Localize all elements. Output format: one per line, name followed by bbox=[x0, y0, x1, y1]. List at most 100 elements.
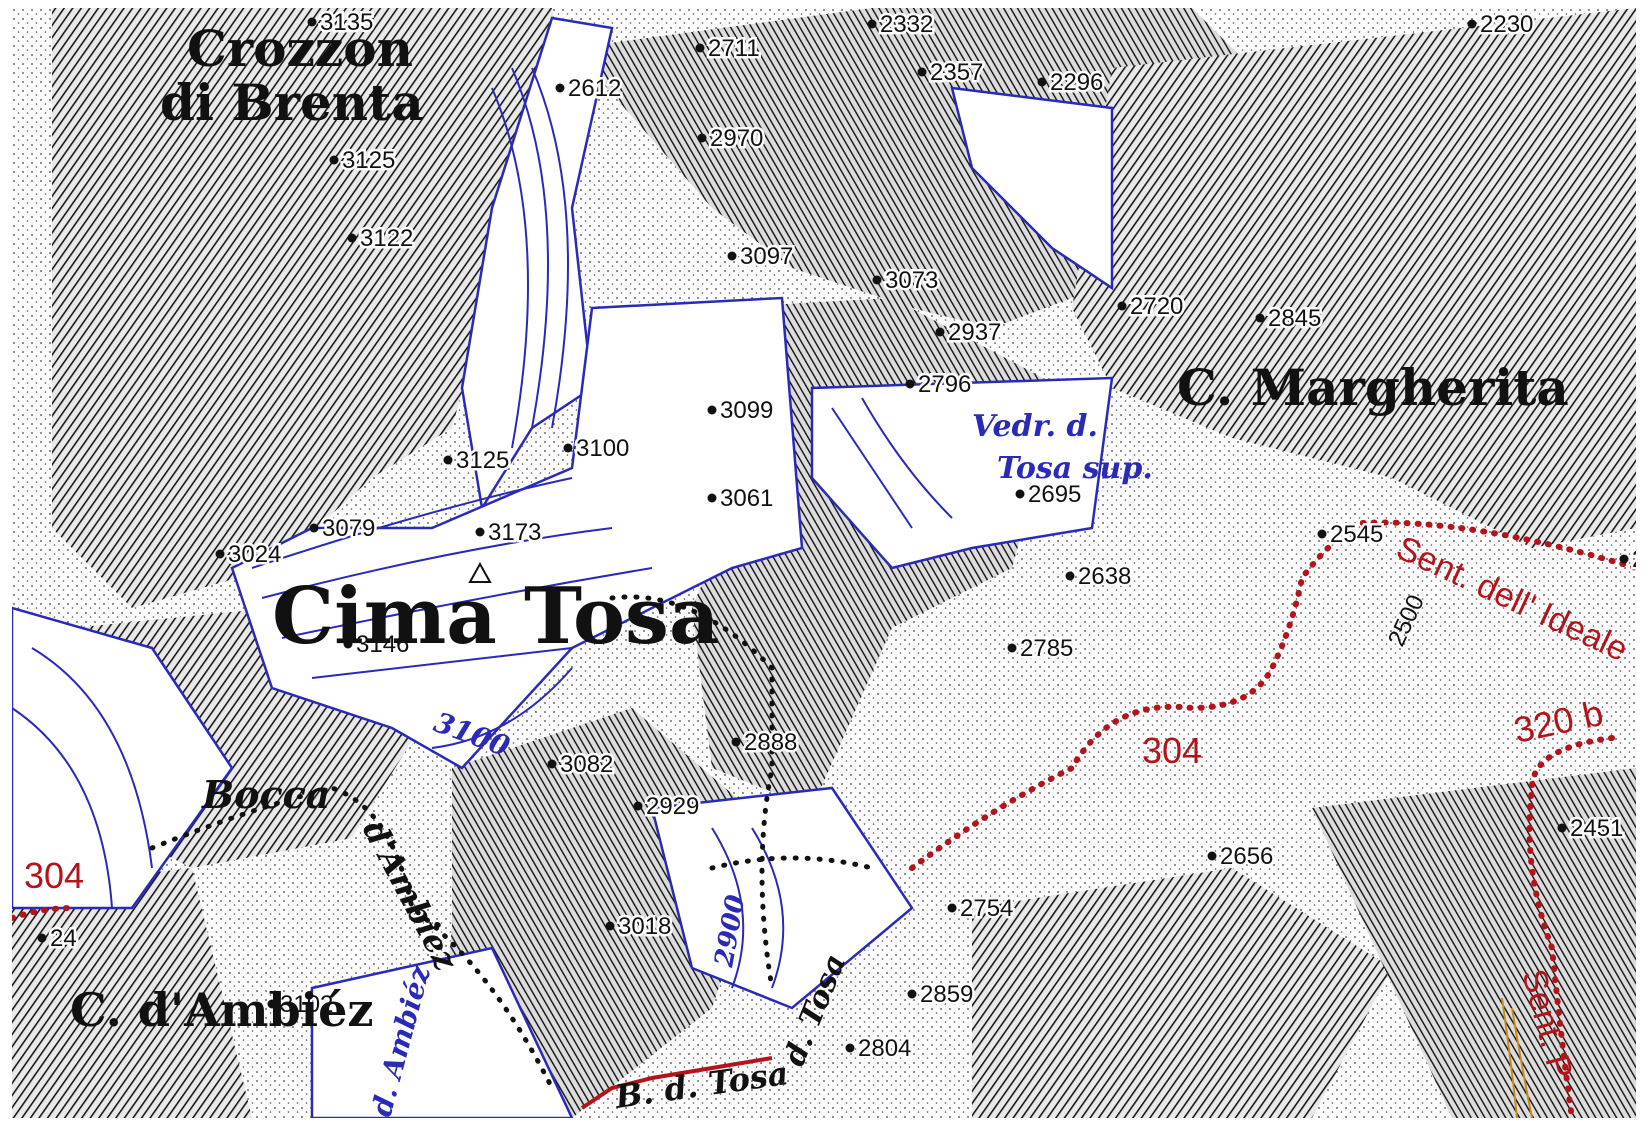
spot-height-marker bbox=[475, 527, 485, 537]
spot-height-label: 3125 bbox=[342, 147, 395, 174]
spot-height-label: 2804 bbox=[858, 1035, 911, 1062]
spot-height-label: 3097 bbox=[740, 243, 793, 270]
glacier-label-tosa-sup-1: Vedr. d. bbox=[972, 409, 1098, 444]
spot-height-label: 3079 bbox=[322, 515, 375, 542]
spot-height-marker bbox=[343, 639, 353, 649]
spot-height-label: 3099 bbox=[720, 397, 773, 424]
spot-height-label: 2937 bbox=[948, 319, 1001, 346]
spot-height-marker bbox=[872, 275, 882, 285]
spot-height-marker bbox=[633, 801, 643, 811]
spot-height-marker bbox=[707, 405, 717, 415]
spot-height-label: 2888 bbox=[744, 729, 797, 756]
spot-height-marker bbox=[707, 493, 717, 503]
topographic-map[interactable]: 3135 2332 2230 2711 2612 2357 2296 3125 2970 3122… bbox=[12, 8, 1636, 1118]
spot-height-marker bbox=[1015, 489, 1025, 499]
spot-height-marker bbox=[845, 1043, 855, 1053]
spot-height-marker bbox=[1255, 313, 1265, 323]
spot-height-label: 2612 bbox=[568, 75, 621, 102]
footpaths bbox=[1501, 997, 1533, 1118]
spot-height-marker bbox=[555, 83, 565, 93]
spot-height-label: 2230 bbox=[1480, 11, 1533, 38]
peak-label-margherita: C. Margherita bbox=[1177, 358, 1569, 417]
spot-height-label: 2796 bbox=[918, 371, 971, 398]
spot-height-label: 3125 bbox=[456, 447, 509, 474]
spot-height-label: 3135 bbox=[320, 9, 373, 36]
peak-label-crozzon-2: di Brenta bbox=[160, 73, 424, 132]
spot-height-marker bbox=[1467, 19, 1477, 29]
spot-height-label: 2332 bbox=[880, 11, 933, 38]
trail-number-304-east: 304 bbox=[1142, 730, 1202, 771]
spot-height-marker bbox=[443, 455, 453, 465]
spot-height-label: 2711 bbox=[708, 35, 760, 62]
spot-height-label: 24 bbox=[50, 925, 77, 952]
spot-height-marker bbox=[1065, 571, 1075, 581]
spot-height-marker bbox=[917, 67, 927, 77]
spot-height-marker bbox=[563, 443, 573, 453]
spot-height-marker bbox=[347, 233, 357, 243]
spot-height-label: 3122 bbox=[360, 225, 413, 252]
spot-height-label: 2357 bbox=[930, 59, 983, 86]
spot-height-marker bbox=[695, 43, 705, 53]
spot-height-marker bbox=[1037, 77, 1047, 87]
spot-height-label: 2929 bbox=[646, 793, 699, 820]
spot-height-label: 3082 bbox=[560, 751, 613, 778]
spot-height-label: 2695 bbox=[1028, 481, 1081, 508]
spot-height-marker bbox=[1207, 851, 1217, 861]
spot-heights: 3135 2332 2230 2711 2612 2357 2296 3125 2970 3122… bbox=[37, 8, 1636, 1065]
spot-height-label: 3146 bbox=[356, 631, 409, 658]
spot-height-marker bbox=[907, 989, 917, 999]
spot-height-label: 2754 bbox=[960, 895, 1013, 922]
glacier-contours bbox=[12, 67, 953, 989]
marked-trails bbox=[12, 519, 1636, 1118]
peak-label-crozzon-1: Crozzon bbox=[187, 19, 413, 78]
unmarked-routes bbox=[149, 594, 875, 1091]
spot-height-marker bbox=[309, 523, 319, 533]
spot-height-marker bbox=[267, 999, 277, 1009]
spot-height-label: 2845 bbox=[1268, 305, 1321, 332]
trail-number-304-west: 304 bbox=[24, 855, 84, 896]
spot-height-marker bbox=[307, 17, 317, 27]
spot-height-marker bbox=[947, 903, 957, 913]
spot-height-label: 3100 bbox=[576, 435, 629, 462]
spot-height-marker bbox=[329, 155, 339, 165]
spot-height-marker bbox=[37, 933, 47, 943]
spot-height-marker bbox=[697, 133, 707, 143]
spot-height-marker bbox=[1619, 554, 1629, 564]
spot-height-marker bbox=[1117, 301, 1127, 311]
spot-height-marker bbox=[605, 921, 615, 931]
spot-height-label: 2785 bbox=[1020, 635, 1073, 662]
spot-height-label: 2296 bbox=[1050, 69, 1103, 96]
summit-triangle-icon bbox=[468, 561, 492, 583]
spot-height-label: 2451 bbox=[1570, 815, 1623, 842]
spot-height-label: 3024 bbox=[228, 541, 281, 568]
spot-height-label: 2720 bbox=[1130, 293, 1183, 320]
spot-height-label: 2970 bbox=[710, 125, 763, 152]
spot-height-label: 2638 bbox=[1078, 563, 1131, 590]
spot-height-label: 259 bbox=[1632, 546, 1636, 573]
spot-height-marker bbox=[1007, 643, 1017, 653]
spot-height-label: 2545 bbox=[1330, 521, 1383, 548]
glacier-label-tosa-sup-2: Tosa sup. bbox=[997, 451, 1153, 486]
spot-height-marker bbox=[1557, 823, 1567, 833]
spot-height-marker bbox=[731, 737, 741, 747]
spot-height-label: 3102 bbox=[280, 991, 333, 1018]
peak-label-ambiez: C. d'Ambiéz bbox=[70, 983, 373, 1037]
glaciers bbox=[12, 16, 1114, 1118]
peak-names: Crozzon di Brenta Cima Tosa C. Margherit… bbox=[70, 19, 1569, 1037]
spot-height-label: 2859 bbox=[920, 981, 973, 1008]
via-ferrata bbox=[580, 1056, 773, 1110]
spot-height-marker bbox=[1317, 529, 1327, 539]
spot-height-label: 2656 bbox=[1220, 843, 1273, 870]
map-canvas: 3135 2332 2230 2711 2612 2357 2296 3125 2970 3122… bbox=[12, 8, 1636, 1118]
spot-height-marker bbox=[547, 759, 557, 769]
spot-height-marker bbox=[867, 19, 877, 29]
spot-height-marker bbox=[905, 379, 915, 389]
spot-height-label: 3061 bbox=[720, 485, 773, 512]
place-label-bocca: Bocca bbox=[201, 772, 330, 817]
spot-height-label: 3073 bbox=[885, 267, 938, 294]
spot-height-marker bbox=[727, 251, 737, 261]
spot-height-label: 3018 bbox=[618, 913, 671, 940]
spot-height-marker bbox=[215, 549, 225, 559]
peak-label-cima-tosa: Cima Tosa bbox=[272, 571, 720, 662]
spot-height-marker bbox=[935, 327, 945, 337]
